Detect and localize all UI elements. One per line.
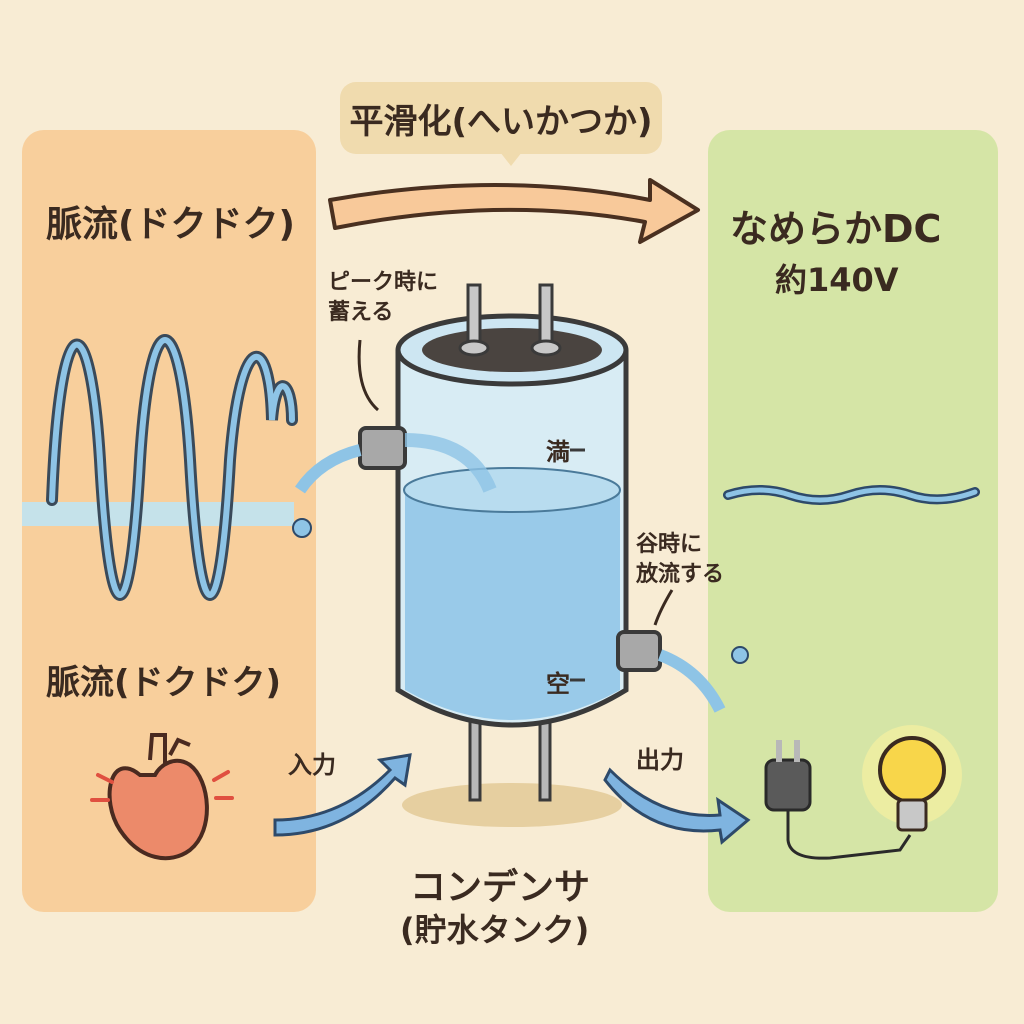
full-level-label: 満 [546, 438, 570, 466]
smooth-dc-heading: なめらかDC [730, 207, 942, 251]
release-note-line: 放流する [636, 562, 725, 587]
release-note-line: 谷時に [636, 532, 703, 557]
average-level [22, 502, 294, 526]
empty-level-label: 空 [546, 670, 570, 698]
capacitor-name: コンデンサ [410, 867, 591, 908]
release-note: 谷時に 放流する [636, 530, 724, 590]
pulse-wave [49, 337, 295, 598]
smooth-wave [725, 487, 978, 503]
voltage-label: 約140V [775, 261, 899, 299]
release-note-arrow-icon [653, 589, 674, 626]
plug-icon [764, 740, 912, 860]
heart-icon [90, 733, 234, 861]
store-note-line: ピーク時に [328, 270, 439, 295]
output-label: 出力 [636, 746, 684, 774]
pulsating-label: 脈流(ドクドク) [46, 663, 282, 703]
smoothing-title: 平滑化(へいかつか) [340, 82, 662, 154]
light-bulb-icon [862, 725, 962, 832]
input-label: 入力 [288, 751, 336, 779]
callout-tail [500, 152, 522, 166]
input-arrow-icon [273, 753, 412, 837]
pulsating-heading: 脈流(ドクドク) [46, 204, 295, 245]
output-arrow-icon [603, 767, 751, 845]
store-note-line: 蓄える [328, 300, 394, 325]
capacitor-subtitle: (貯水タンク) [400, 911, 590, 949]
smoothing-arrow-icon [328, 178, 700, 244]
store-note-arrow-icon [357, 339, 380, 412]
store-note: ピーク時に 蓄える [328, 268, 438, 328]
capacitor-tank-icon [292, 283, 749, 827]
water [405, 475, 620, 720]
